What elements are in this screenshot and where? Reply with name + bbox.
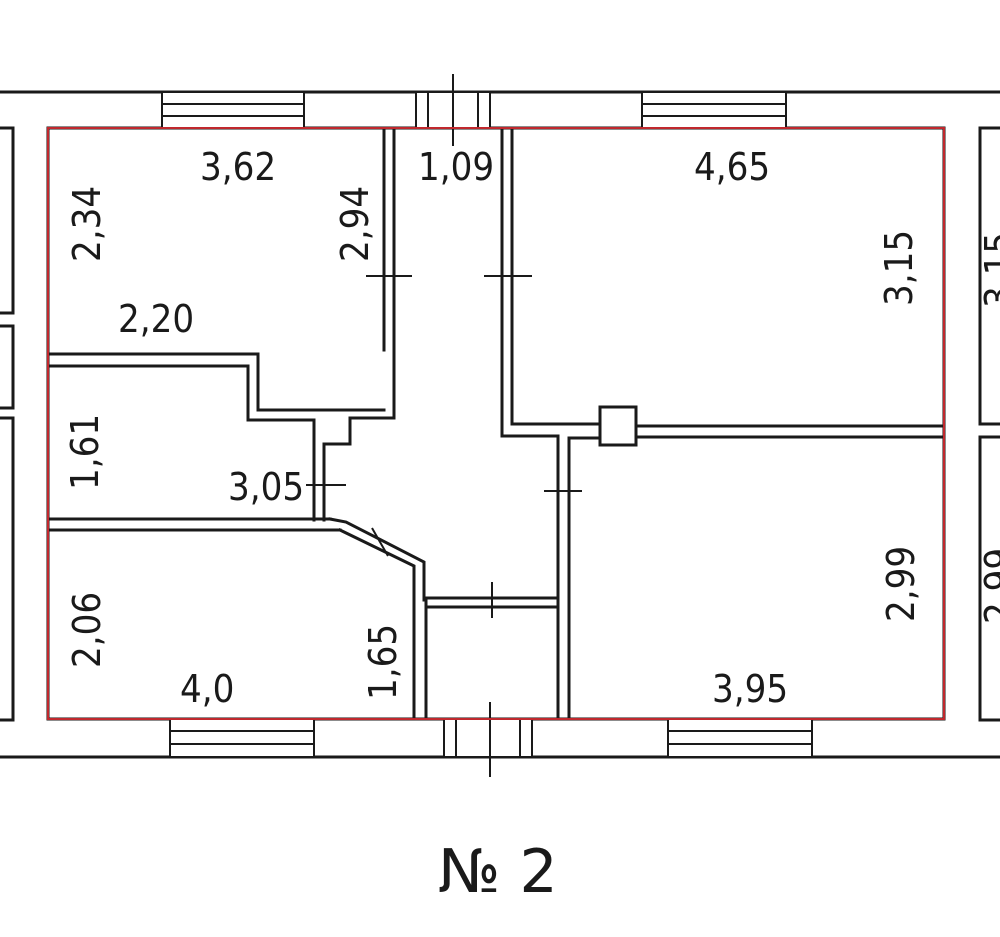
plan-title: № 2 xyxy=(438,837,558,907)
room2-height-label: 3,15 xyxy=(877,230,921,306)
room2-width-label: 4,65 xyxy=(694,145,770,189)
neighbor-lower-label: 2,99 xyxy=(977,548,1000,624)
room3-height-label: 1,61 xyxy=(63,414,107,490)
top-windows xyxy=(161,91,787,129)
room3-width-label: 3,05 xyxy=(228,465,304,509)
left-neighbor-walls xyxy=(0,126,15,722)
room1-height-label: 2,34 xyxy=(65,186,109,262)
room1-width-label: 3,62 xyxy=(200,145,276,189)
room5-height-label: 2,99 xyxy=(879,546,923,622)
room1-step-label: 2,20 xyxy=(118,297,194,341)
area-outline xyxy=(47,127,945,720)
room5-width-label: 3,95 xyxy=(712,667,788,711)
room4-width-label: 4,0 xyxy=(180,667,234,711)
room1-partition-label: 2,94 xyxy=(333,186,377,262)
room4-height-label: 2,06 xyxy=(65,592,109,668)
corridor-width-label: 1,09 xyxy=(418,145,494,189)
entrance-doors xyxy=(415,74,533,777)
door-marks xyxy=(306,275,582,618)
right-neighbor-walls xyxy=(978,126,1000,722)
neighbor-upper-label: 3,15 xyxy=(977,232,1000,308)
room4-side-label: 1,65 xyxy=(361,624,405,700)
dimension-labels: 3,62 2,34 2,94 2,20 1,09 4,65 3,15 1,61 … xyxy=(63,145,1000,711)
interior-walls xyxy=(46,126,946,721)
